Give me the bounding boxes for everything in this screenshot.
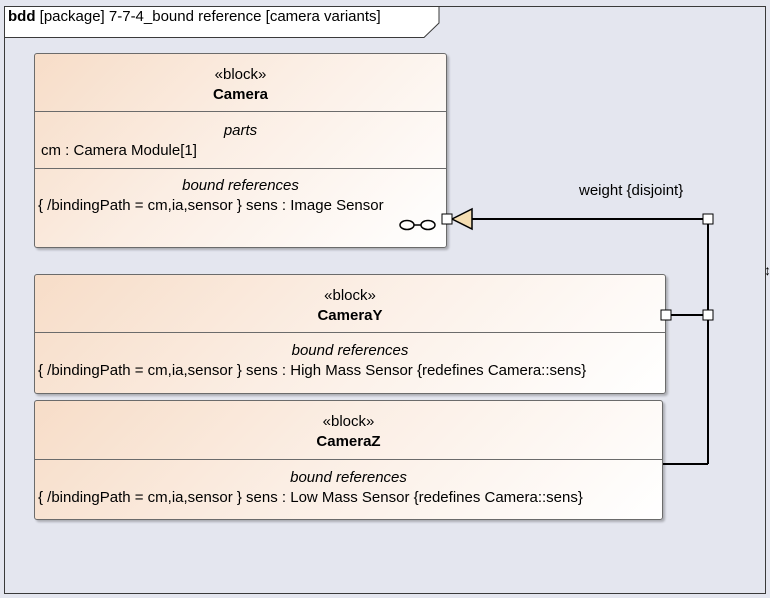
block-name: CameraZ: [316, 433, 381, 450]
bound-reference-entry: { /bindingPath = cm,ia,sensor } sens : L…: [38, 489, 583, 506]
frame-title: [package] 7-7-4_bound reference [camera …: [39, 8, 381, 25]
block-stereotype: «block»: [322, 413, 375, 430]
block-name: CameraY: [317, 307, 383, 324]
compartment-header: parts: [223, 122, 258, 139]
block-camera[interactable]: «block» Camera parts cm : Camera Module[…: [34, 53, 447, 248]
connector-handle[interactable]: [441, 213, 453, 225]
generalization-connector[interactable]: [472, 218, 709, 465]
connector-handle[interactable]: [702, 213, 714, 225]
bound-reference-icon: [399, 219, 436, 231]
part-entry: cm : Camera Module[1]: [41, 142, 197, 159]
compartment-header: bound references: [290, 469, 407, 486]
bound-references-compartment: bound references { /bindingPath = cm,ia,…: [35, 168, 446, 249]
bound-references-compartment: bound references { /bindingPath = cm,ia,…: [35, 459, 662, 521]
connector-handle[interactable]: [702, 309, 714, 321]
frame-kind: bdd: [8, 8, 36, 25]
block-stereotype: «block»: [214, 66, 267, 83]
resize-cursor-icon: ↕: [764, 262, 770, 278]
compartment-header: bound references: [291, 342, 409, 359]
frame-heading: bdd [package] 7-7-4_bound reference [cam…: [8, 8, 381, 25]
block-stereotype: «block»: [324, 287, 376, 304]
block-name: Camera: [212, 86, 269, 103]
parts-compartment: parts cm : Camera Module[1]: [35, 111, 446, 169]
compartment-header: bound references: [182, 177, 299, 194]
bound-reference-entry: { /bindingPath = cm,ia,sensor } sens : H…: [38, 362, 587, 379]
bound-reference-entry: { /bindingPath = cm,ia,sensor } sens : I…: [38, 197, 384, 214]
connector-handle[interactable]: [660, 309, 672, 321]
generalization-arrowhead: [450, 207, 473, 231]
block-cameraz[interactable]: «block» CameraZ bound references { /bind…: [34, 400, 663, 520]
frame-tab: [4, 6, 440, 38]
generalization-set-label: weight {disjoint}: [579, 182, 684, 199]
bound-references-compartment: bound references { /bindingPath = cm,ia,…: [35, 332, 665, 395]
block-cameray[interactable]: «block» CameraY bound references { /bind…: [34, 274, 666, 394]
